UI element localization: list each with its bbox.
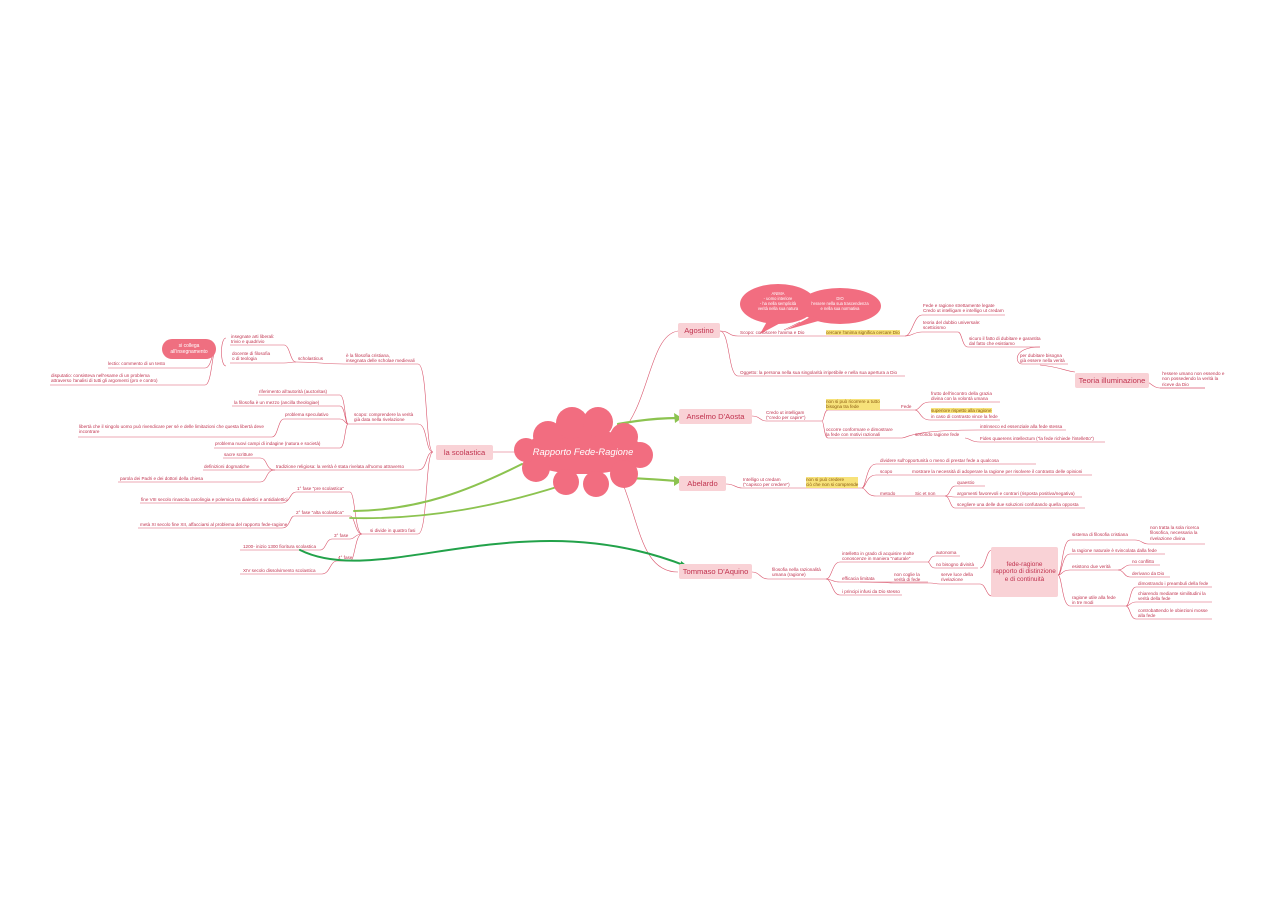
abelardo-scegliere: scegliere una delle due soluzioni confut… xyxy=(957,502,1079,507)
abelardo-metodo: metodo xyxy=(880,491,896,496)
scolastica-parola: parola dei Padri e dei dottori della chi… xyxy=(120,476,203,481)
scolastica-docente: docente di filosofia o di teologia xyxy=(232,351,271,362)
scolastica-problema-nuovi: problema nuovi campi di indagine (natura… xyxy=(215,441,321,446)
scolastica-liberta: libertà che il singolo uomo può rivendic… xyxy=(79,424,264,435)
abelardo-argomenti: argomenti favorevoli e contrari (rispost… xyxy=(957,491,1075,496)
scolastica-fase4: 4° fase xyxy=(338,555,353,560)
pill-si-collega[interactable]: si collega all'insegnamento xyxy=(162,339,216,359)
bubble-anima-text: ANIMA - uomo interiore - ha nella sempli… xyxy=(757,291,799,311)
scolastica-fase2: 2° fase "alta scolastica" xyxy=(296,510,344,515)
anselmo-non-si: non si può ricorrere a tutto bisogna tra… xyxy=(826,399,880,410)
tommaso-controbattendo: controbattendo le obiezioni mosse alla f… xyxy=(1138,608,1208,619)
agostino-dubbio: teoria del dubbio universale: scetticism… xyxy=(923,320,981,331)
abelardo-intelligo: Intelligo ut credam ("capisco per creder… xyxy=(743,477,790,488)
tommaso-efficacia: efficacia limitata xyxy=(842,576,875,581)
anselmo-credo: Credo ut intelligam ("credo per capire") xyxy=(766,410,806,421)
anselmo-fides: Fides quaerens intellectum ("la fede ric… xyxy=(980,436,1094,441)
abelardo-non-si: non si può credere ciò che non si compre… xyxy=(806,477,859,488)
agostino-sicuro: sicuro il fatto di dubitare e garantita … xyxy=(969,336,1041,347)
tommaso-intelletto: intelletto in grado di acquisire molte c… xyxy=(842,551,915,562)
agostino-cercare: cercare l'anima significa cercare Dio xyxy=(826,330,900,336)
tommaso-filosofia: filosofia nella razionalità umana (ragio… xyxy=(772,567,821,578)
tommaso-serve: serve luce della rivelazione xyxy=(941,572,973,583)
anselmo-frutto: frutto dell'incontro della grazia divina… xyxy=(931,391,992,402)
node-agostino[interactable]: Agostino xyxy=(678,323,720,338)
tommaso-ragione-naturale: la ragione naturale è svincolata dalla f… xyxy=(1072,548,1157,553)
tommaso-principi: i principi infusi da Dio stesso xyxy=(842,589,900,594)
agostino-verita: per dubitare bisogna già essere nella ve… xyxy=(1020,353,1065,364)
scolastica-filosofia-cristiana: è la filosofia cristiana, insegnata dell… xyxy=(346,353,415,364)
scolastica-fioritura: 1200- inizio 1300 fioritura scolastica xyxy=(243,544,317,549)
scolastica-fine-viii: fine VIII secolo rinascita carolingia e … xyxy=(141,497,288,502)
scolastica-filosofia-mezzo: la filosofia è un mezzo (ancilla theolog… xyxy=(234,400,320,405)
tommaso-esistono: esistono due verità xyxy=(1072,564,1111,569)
scolastica-riferimento: riferimento all'autorità (auctoritas) xyxy=(259,389,328,394)
scolastica-fase1: 1° fase "pre scolastica" xyxy=(297,486,344,491)
scolastica-meta-xi: metà XI secolo fine XII, affacciarsi al … xyxy=(140,522,288,527)
abelardo-mostrare: mostrare la necessità di adoperare la ra… xyxy=(912,469,1083,474)
abelardo-questio: quaestio xyxy=(957,480,975,485)
scolastica-tradizione: tradizione religiosa: la verità è stata … xyxy=(276,464,405,469)
agostino-oggetto: Oggetto: la persona nella sua singolarit… xyxy=(740,370,898,375)
tommaso-chiarendo: chiarendo mediante similitudini la verit… xyxy=(1138,591,1206,602)
node-teoria-illuminazione[interactable]: Teoria illuminazione xyxy=(1075,373,1149,388)
tommaso-ragione-utile: ragione utile alla fede in tre modi xyxy=(1072,595,1116,606)
agostino-fede-ragione: Fede e ragione strettamente legate Credo… xyxy=(923,303,1004,314)
scolastica-scopo: scopo: comprendere la verità già data ne… xyxy=(354,412,414,423)
node-fede-ragione[interactable]: fede-ragione rapporto di distinzione e d… xyxy=(991,547,1058,597)
bubble-dio-text: DIO l'essere nella sua trascendenza e ne… xyxy=(811,296,869,311)
anselmo-fede: Fede xyxy=(901,404,912,409)
node-anselmo[interactable]: Anselmo D'Aosta xyxy=(679,409,752,424)
tommaso-derivano: derivano da Dio xyxy=(1132,571,1165,576)
scolastica-si-divide: si divide in quattro fasi xyxy=(370,528,416,533)
node-abelardo[interactable]: Abelardo xyxy=(679,476,726,491)
scolastica-xiv: XIV secolo dissolvimento scolastica xyxy=(243,568,316,573)
central-topic[interactable]: Rapporto Fede-Ragione xyxy=(532,445,634,457)
scolastica-problema-speculativo: problema speculativo xyxy=(285,412,329,417)
tommaso-non-coglie: non coglie la verità di fede xyxy=(894,572,921,583)
anselmo-contrasto: in caso di contrasto vince la fede xyxy=(931,414,998,419)
abelardo-dividere: dividere sull'opportunità o meno di pres… xyxy=(880,458,999,463)
anselmo-secondo: secondo ragione fede xyxy=(915,432,960,437)
scolastica-lectio: lectio: commento di un testo xyxy=(108,361,166,366)
scolastica-fase3: 3° fase xyxy=(334,533,349,538)
tommaso-no-bisogno: no bisogno divinità xyxy=(936,562,975,567)
agostino-teoria-text: l'essere umano non essendo e non possede… xyxy=(1162,371,1225,387)
anselmo-intrinseco: intrinseco ed essenziale alla fede stess… xyxy=(980,424,1063,429)
scolastica-sacre: sacre scritture xyxy=(224,452,253,457)
node-scolastica[interactable]: la scolastica xyxy=(436,445,493,460)
agostino-scopo: Scopo: conoscere l'anima e Dio xyxy=(740,330,805,335)
anselmo-occorre: occorre conformare e dimostrare la fede … xyxy=(826,427,893,438)
connector-lines xyxy=(50,314,1212,620)
scolastica-disputatio: disputatio: consisteva nell'esame di un … xyxy=(51,373,158,384)
anselmo-superiore: superiore rispetto alla ragione xyxy=(931,408,992,414)
abelardo-sic: Sic et non xyxy=(915,491,936,496)
speech-bubbles xyxy=(740,284,881,334)
tommaso-dimostrando: dimostrando i preambuli della fede xyxy=(1138,581,1209,586)
scolastica-insegnate: insegnate arti liberali: trivio e quadri… xyxy=(231,334,275,345)
central-cloud-shape xyxy=(514,407,653,497)
tommaso-sistema: sistema di filosofia cristiana xyxy=(1072,532,1128,537)
tommaso-no-conflitto: no conflitto xyxy=(1132,559,1155,564)
scolastica-definizioni: definizioni dogmatiche xyxy=(204,464,250,469)
tommaso-autonoma: autonoma xyxy=(936,550,957,555)
scolastica-scholasticus: scholasticus xyxy=(298,356,324,361)
green-arrow-connectors xyxy=(299,413,690,571)
tommaso-non-tratta: non tratta la sola ricerca filosofica, n… xyxy=(1150,525,1200,541)
node-tommaso[interactable]: Tommaso D'Aquino xyxy=(679,564,752,579)
abelardo-scopo: scopo xyxy=(880,469,893,474)
